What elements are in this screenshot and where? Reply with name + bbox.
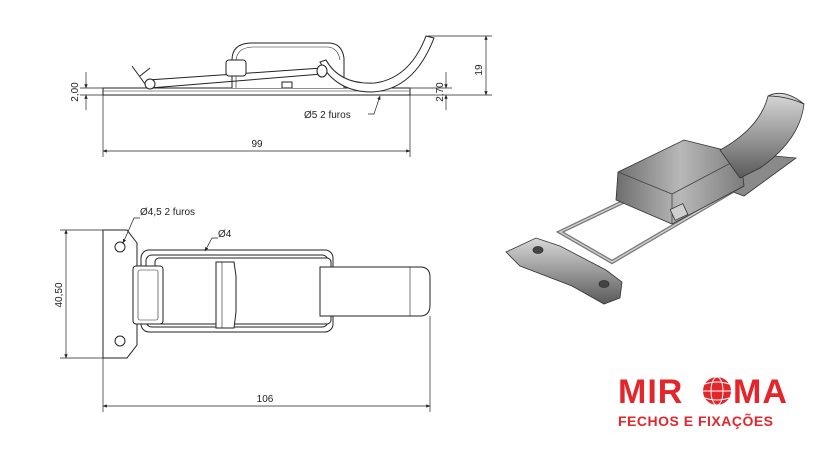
- latch-3d-render: [505, 92, 805, 305]
- dim-height-total: 19: [474, 64, 485, 76]
- dim-base: 2,70: [435, 82, 446, 102]
- brand-name-left: MIR: [618, 373, 683, 411]
- callout-side-holes: Ø5 2 furos: [304, 110, 351, 121]
- mount-hole-bottom: [114, 335, 126, 347]
- callout-wire: Ø4: [218, 229, 232, 240]
- brand-tagline: FECHOS E FIXAÇÕES: [618, 412, 774, 429]
- brand-name-right: MA: [733, 373, 788, 411]
- dim-length-side: 99: [251, 139, 263, 150]
- globe-icon: [703, 376, 731, 406]
- side-view-dimensions: [80, 35, 492, 157]
- side-view: [102, 35, 435, 96]
- top-view: [102, 229, 431, 359]
- mount-hole-top: [114, 241, 126, 253]
- brand-logo: MIR MA FECHOS E FIXAÇÕES: [618, 373, 788, 429]
- dim-length-top: 106: [257, 394, 274, 405]
- dim-plate: 2,00: [70, 82, 81, 102]
- dim-width: 40,50: [54, 282, 65, 307]
- top-view-dimensions: [60, 217, 431, 412]
- callout-top-holes: Ø4,5 2 furos: [140, 207, 195, 218]
